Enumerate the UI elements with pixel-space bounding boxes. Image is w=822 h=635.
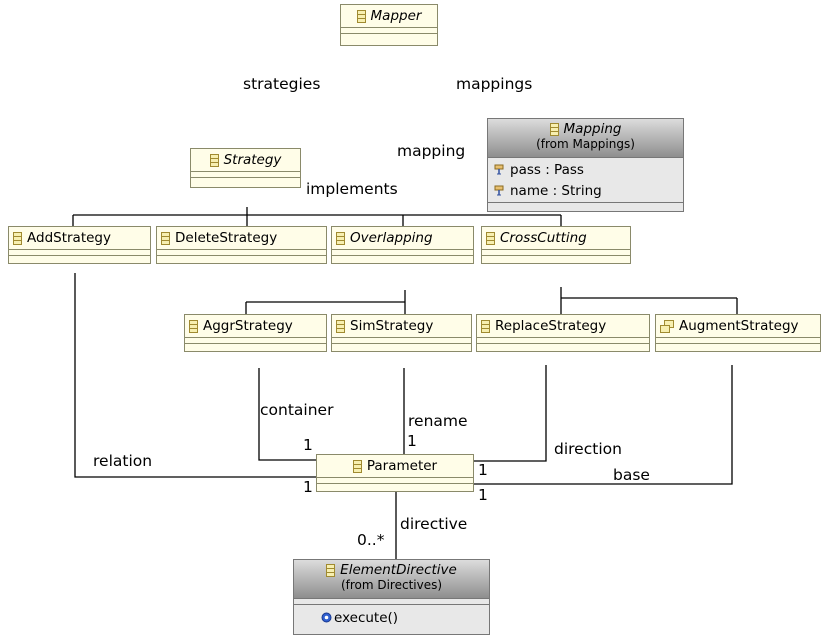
class-mapper[interactable]: Mapper: [340, 4, 438, 46]
class-name: Mapper: [370, 8, 422, 24]
class-name: ElementDirective: [340, 562, 457, 578]
label-container: container: [260, 401, 334, 419]
class-icon: [209, 153, 219, 167]
class-icon: [352, 459, 362, 473]
label-mappings: mappings: [456, 75, 533, 93]
class-name: AugmentStrategy: [679, 318, 799, 334]
class-aggr-strategy[interactable]: AggrStrategy: [184, 314, 327, 352]
multiplicity-directive: 0..*: [357, 531, 385, 549]
class-element-directive[interactable]: ElementDirective (from Directives) execu…: [293, 559, 490, 635]
attribute-row[interactable]: name : String: [488, 180, 683, 201]
class-overlapping[interactable]: Overlapping: [331, 226, 474, 264]
class-augment-strategy[interactable]: AugmentStrategy: [655, 314, 821, 352]
direction-line: [474, 365, 547, 462]
class-icon: [189, 319, 198, 333]
attribute-text: name : String: [510, 182, 602, 199]
class-icon: [326, 563, 336, 577]
multiplicity-direction: 1: [478, 461, 488, 479]
base-line: [474, 365, 733, 485]
attribute-icon: [494, 164, 504, 175]
class-add-strategy[interactable]: AddStrategy: [8, 226, 151, 264]
label-directive: directive: [400, 515, 468, 533]
class-name: SimStrategy: [350, 318, 434, 334]
class-icon: [486, 231, 495, 245]
class-icon: [549, 122, 559, 136]
package-note: (from Directives): [340, 578, 443, 592]
class-mapping[interactable]: Mapping (from Mappings) pass : Pass name…: [487, 118, 684, 212]
multiplicity-rename: 1: [407, 432, 417, 450]
class-name: Mapping: [563, 121, 622, 137]
class-name: ReplaceStrategy: [495, 318, 607, 334]
class-strategy[interactable]: Strategy: [190, 148, 301, 188]
attribute-icon: [494, 185, 504, 196]
class-sim-strategy[interactable]: SimStrategy: [331, 314, 472, 352]
operation-icon: [321, 612, 332, 623]
label-relation: relation: [93, 452, 153, 470]
class-icon: [356, 9, 366, 23]
class-icon: [336, 319, 345, 333]
class-name: Strategy: [223, 152, 282, 168]
class-icon: [481, 319, 490, 333]
label-strategies: strategies: [243, 75, 321, 93]
class-icon: [161, 231, 170, 245]
class-name: DeleteStrategy: [175, 230, 278, 246]
class-delete-strategy[interactable]: DeleteStrategy: [156, 226, 327, 264]
attribute-text: pass : Pass: [510, 161, 584, 178]
attribute-row[interactable]: pass : Pass: [488, 159, 683, 180]
class-replace-strategy[interactable]: ReplaceStrategy: [476, 314, 650, 352]
class-folder-icon: [660, 319, 674, 333]
class-cross-cutting[interactable]: CrossCutting: [481, 226, 631, 264]
class-name: AddStrategy: [27, 230, 111, 246]
class-name: AggrStrategy: [203, 318, 293, 334]
multiplicity-container: 1: [303, 436, 313, 454]
label-direction: direction: [554, 440, 622, 458]
label-implements: implements: [306, 180, 398, 198]
class-icon: [336, 231, 345, 245]
label-base: base: [613, 466, 650, 484]
operation-row[interactable]: execute(): [294, 607, 489, 628]
class-name: Parameter: [366, 458, 438, 474]
label-rename: rename: [408, 412, 468, 430]
class-name: CrossCutting: [500, 230, 587, 246]
container-line: [258, 368, 316, 461]
class-parameter[interactable]: Parameter: [316, 454, 474, 492]
label-mapping: mapping: [397, 142, 466, 160]
multiplicity-relation: 1: [303, 478, 313, 496]
multiplicity-base: 1: [478, 486, 488, 504]
relation-line: [74, 273, 316, 478]
class-icon: [13, 231, 22, 245]
class-name: Overlapping: [350, 230, 433, 246]
package-note: (from Mappings): [536, 137, 635, 151]
operation-text: execute(): [334, 609, 399, 626]
